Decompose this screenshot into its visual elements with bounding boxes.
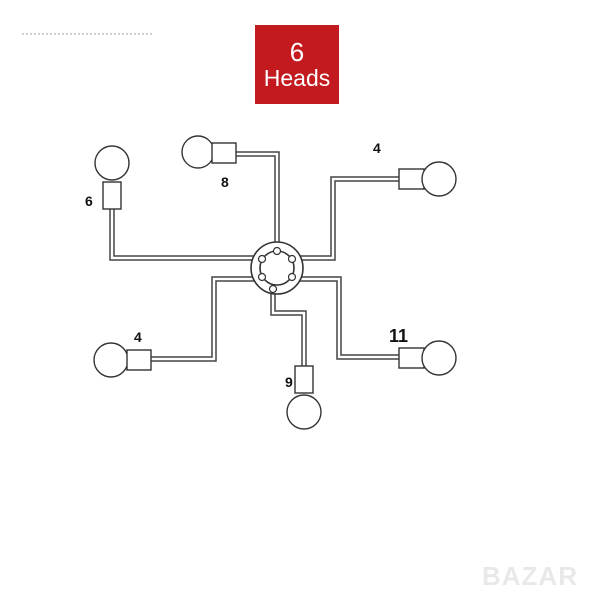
hub-connector-dot [257, 272, 267, 282]
lamp-top-left [94, 145, 130, 210]
socket-icon [398, 347, 425, 369]
central-hub [250, 241, 304, 295]
heads-count: 6 [289, 36, 305, 67]
wire-bottom-center [270, 290, 307, 366]
label-top-center: 8 [221, 174, 229, 190]
bulb-icon [94, 145, 130, 181]
hub-connector-dot [272, 246, 282, 256]
dotted-line-decoration [22, 33, 152, 38]
wire-inner-top-right [292, 177, 400, 260]
heads-label: Heads [263, 65, 331, 92]
watermark-logo: BAZAR [482, 561, 578, 591]
label-bottom-left: 4 [134, 329, 142, 345]
hub-connector-dot [287, 254, 297, 264]
wire-bottom-right [292, 276, 400, 360]
lamp-bottom-left [93, 342, 152, 378]
wire-inner-bottom-center [271, 290, 306, 366]
wire-top-center [236, 151, 280, 250]
lamp-bottom-center [286, 365, 322, 430]
wire-inner-bottom-left [150, 277, 262, 361]
socket-icon [102, 181, 122, 210]
wire-top-right [292, 176, 400, 261]
socket-icon [398, 168, 425, 190]
bulb-icon [93, 342, 129, 378]
hub-connector-dot [287, 272, 297, 282]
bulb-icon [286, 394, 322, 430]
wire-top-left [109, 208, 262, 261]
socket-icon [126, 349, 152, 371]
wires-inner [110, 152, 400, 366]
wire-bottom-left [150, 276, 262, 362]
wire-inner-top-left [110, 208, 262, 260]
hub-inner-ring [259, 250, 295, 286]
lamp-bottom-right [398, 340, 457, 376]
hub-connector-dot [257, 254, 267, 264]
wire-inner-top-center [236, 152, 279, 250]
label-bottom-center: 9 [285, 374, 293, 390]
socket-icon [211, 142, 237, 164]
bulb-icon [181, 135, 215, 169]
hub-connector-dot [268, 284, 278, 294]
label-top-right: 4 [373, 140, 381, 156]
lamp-top-right [398, 161, 457, 197]
bulb-icon [421, 340, 457, 376]
heads-title-badge: 6 Heads [255, 25, 339, 104]
wire-inner-bottom-right [292, 277, 400, 359]
bulb-icon [421, 161, 457, 197]
socket-icon [294, 365, 314, 394]
label-top-left: 6 [85, 193, 93, 209]
label-bottom-right: 11 [389, 326, 408, 346]
lamp-top-center [181, 135, 237, 169]
